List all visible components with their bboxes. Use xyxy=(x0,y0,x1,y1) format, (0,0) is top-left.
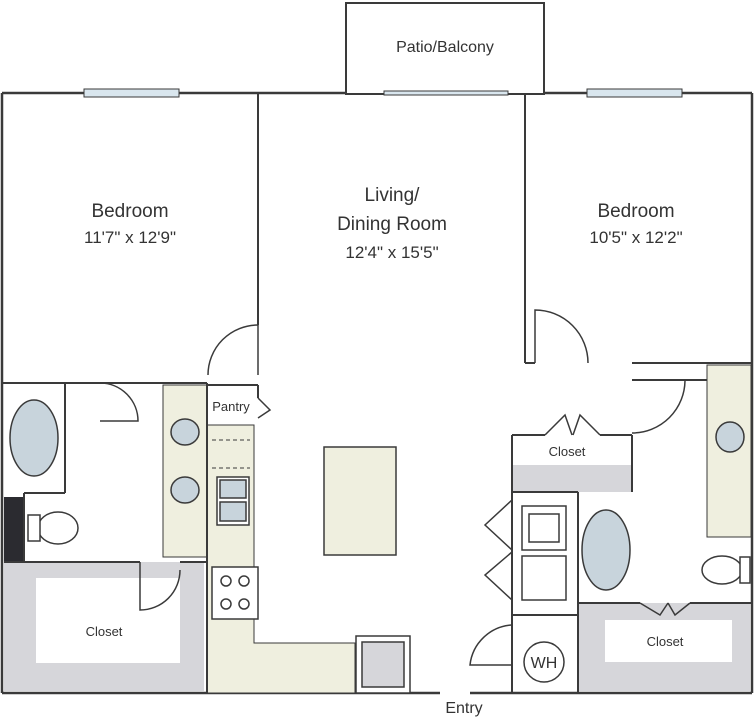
bath-left-dark-panel xyxy=(4,497,24,563)
closet-center-label: Closet xyxy=(549,444,586,459)
closet-right-floor xyxy=(605,620,732,662)
sink-left-lower-icon xyxy=(170,476,200,504)
pantry-label: Pantry xyxy=(212,399,250,414)
living-label-line2: Dining Room xyxy=(337,214,447,235)
living-label-line1: Living/ xyxy=(365,185,421,206)
kitchen-island xyxy=(323,446,397,556)
interior-walls xyxy=(2,93,752,693)
windows xyxy=(83,88,683,98)
living-dims: 12'4" x 15'5" xyxy=(345,243,438,262)
laundry xyxy=(521,505,567,683)
closet-left-label: Closet xyxy=(86,624,123,639)
tub-left-icon xyxy=(9,399,59,477)
sink-right-icon xyxy=(715,421,745,453)
toilet-left-icon xyxy=(37,511,79,545)
bath-left-vanity xyxy=(162,384,208,558)
bedroom-right-label: Bedroom xyxy=(597,201,674,222)
doors xyxy=(99,309,691,666)
kitchen-fixtures xyxy=(211,439,411,694)
water-heater-icon xyxy=(523,641,565,683)
sink-left-upper-icon xyxy=(170,418,200,446)
bedroom-right-dims: 10'5" x 12'2" xyxy=(589,228,682,247)
bedroom-left-dims: 11'7" x 12'9" xyxy=(84,228,176,247)
water-heater-label: WH xyxy=(531,655,558,672)
entry-label: Entry xyxy=(445,700,482,717)
stove-icon xyxy=(211,566,259,620)
bath-fixtures xyxy=(9,399,751,591)
bedroom-left-label: Bedroom xyxy=(91,201,168,222)
closet-right-label: Closet xyxy=(647,634,684,649)
closet-center-shelf xyxy=(512,465,632,492)
dryer-icon xyxy=(521,555,567,601)
closet-left-floor xyxy=(36,578,180,663)
patio-area xyxy=(345,2,545,95)
patio-label: Patio/Balcony xyxy=(396,39,494,56)
tub-right-icon xyxy=(581,509,631,591)
toilet-right-icon xyxy=(701,555,743,585)
